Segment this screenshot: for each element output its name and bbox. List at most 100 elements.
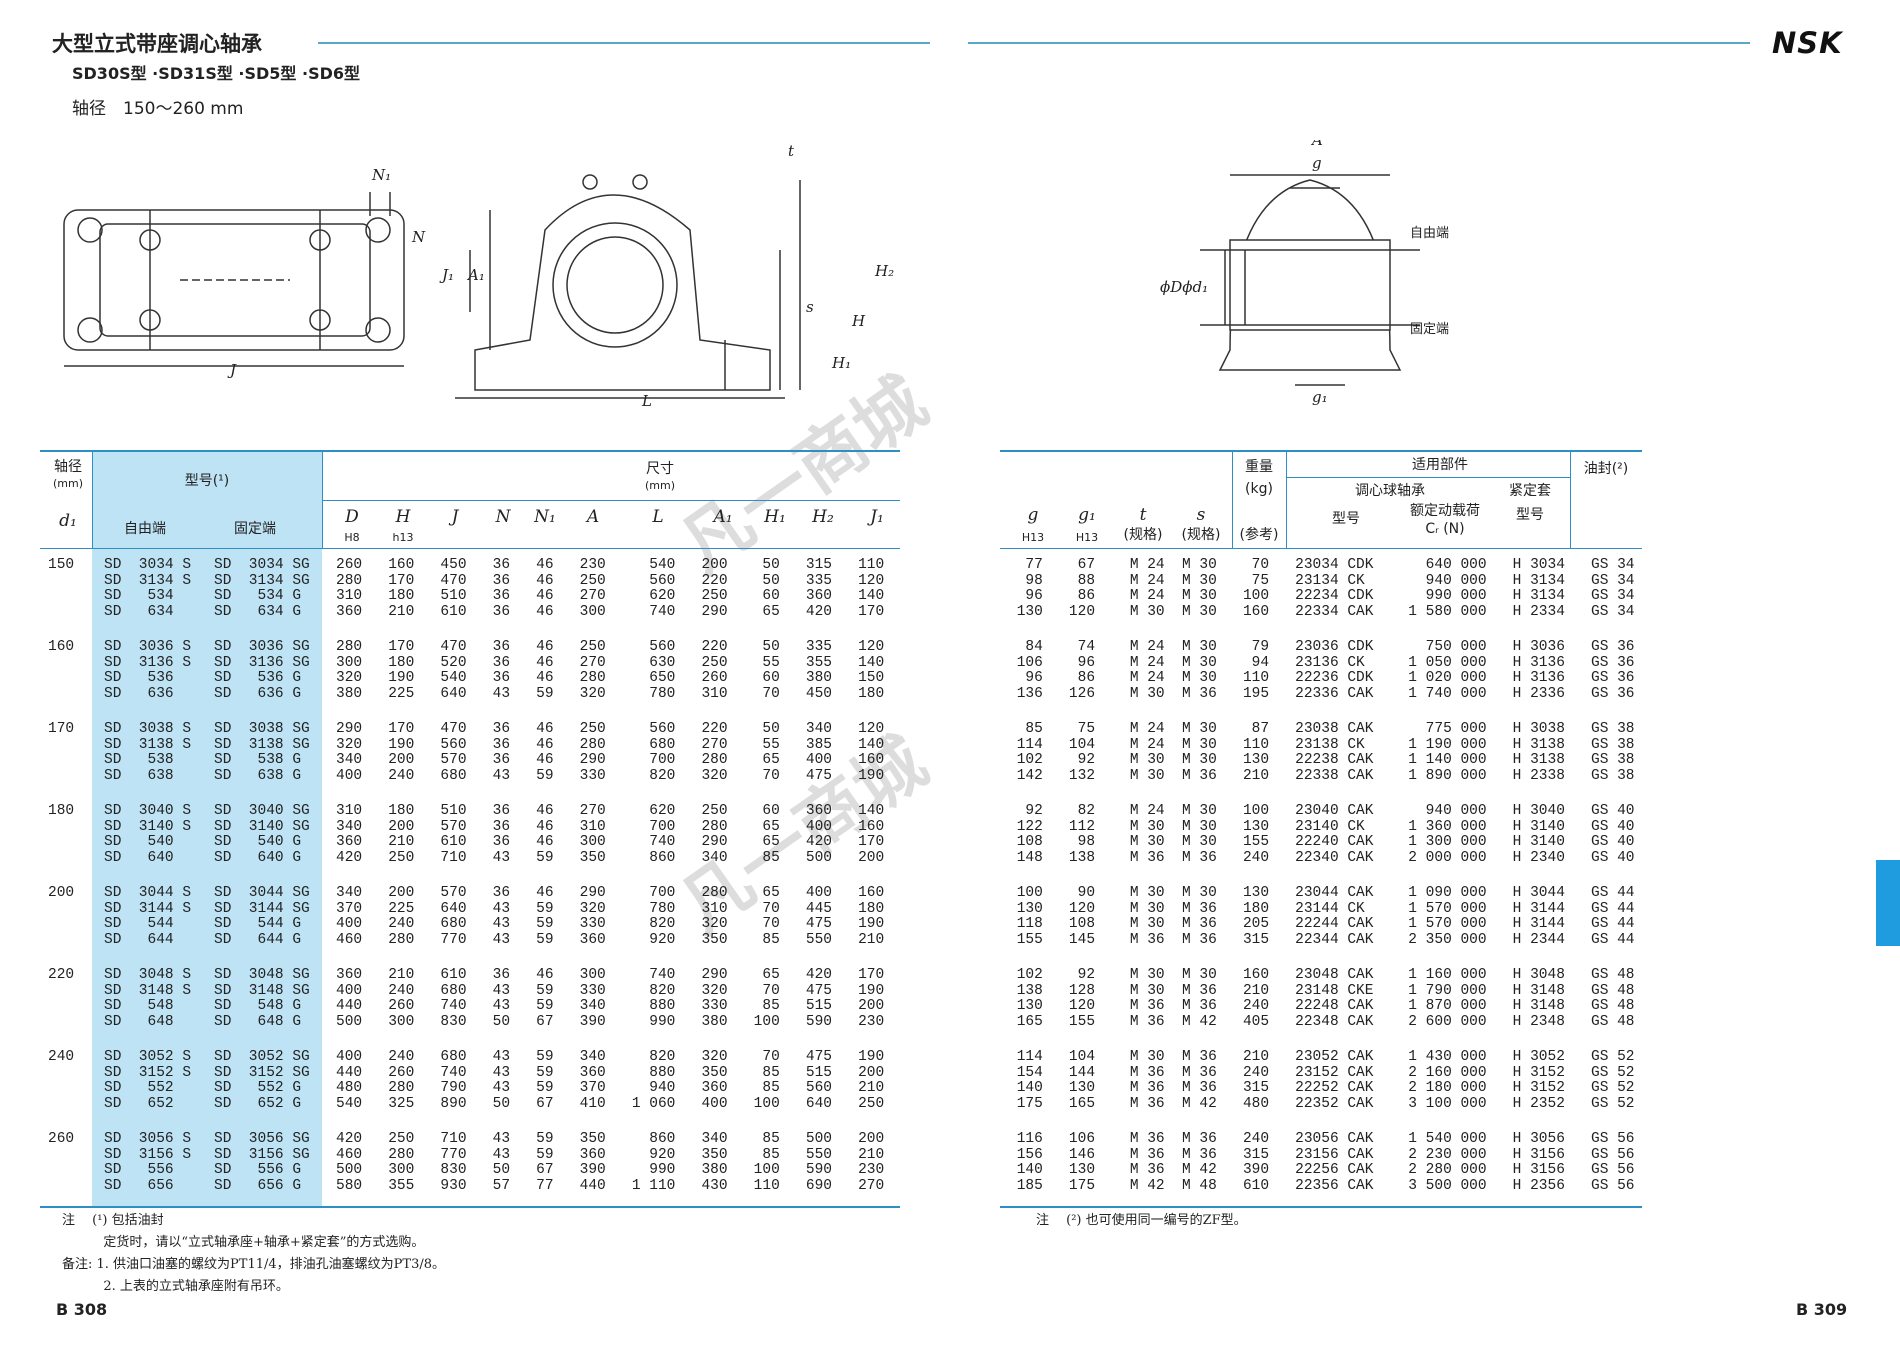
section-view xyxy=(1200,174,1420,386)
label-N: N xyxy=(411,228,426,246)
page-number-right: B 309 xyxy=(1796,1300,1848,1319)
left-header-bottom xyxy=(40,548,900,549)
hdr-L: L xyxy=(652,507,664,527)
hdr-g-tol: H13 xyxy=(1021,531,1045,544)
hdr-H-tol: h13 xyxy=(392,531,414,544)
hdr-dims: 尺寸 xyxy=(646,461,674,477)
header-rule-left xyxy=(318,42,930,44)
free-group-200: SD 3044 S SD 3144 S SD 544 SD 644 xyxy=(104,885,192,948)
free-group-180: SD 3040 S SD 3140 S SD 540 SD 640 xyxy=(104,803,192,866)
hdr-N: N xyxy=(495,507,511,527)
right-group-200: 100 90 M 30 M 30 130 23044 CAK 1 090 000… xyxy=(1016,885,1635,948)
nsk-logo: NSK xyxy=(1772,26,1843,60)
hdr-D-tol: H8 xyxy=(344,531,360,544)
technical-drawing: N₁ N J₁ A₁ J t s H₂ H H₁ L A g g₁ ϕDϕd₁ … xyxy=(63,140,1449,410)
free-group-220: SD 3048 S SD 3148 S SD 548 SD 648 xyxy=(104,967,192,1030)
hdr-dims-unit: (mm) xyxy=(644,479,675,492)
free-group-240: SD 3052 S SD 3152 S SD 552 SD 652 xyxy=(104,1049,192,1112)
label-H1: H₁ xyxy=(831,354,851,372)
hdr-shaft: 轴径 xyxy=(54,459,82,475)
dims-group-180: 310 180 510 36 46 270 620 250 60 360 140… xyxy=(336,803,885,866)
hdr-d1: d₁ xyxy=(59,511,77,531)
hdr-H2: H₂ xyxy=(812,507,834,527)
hdr-D: D xyxy=(345,507,359,527)
label-free-end: 自由端 xyxy=(1410,226,1449,241)
hdr-load: 额定动载荷 xyxy=(1410,503,1480,519)
model-column-highlight xyxy=(92,450,322,1208)
right-header-bottom xyxy=(1000,548,1642,549)
label-H: H xyxy=(851,312,866,330)
right-vline-3 xyxy=(1570,450,1571,548)
fixed-group-220: SD 3048 SG SD 3148 SG SD 548 G SD 648 G xyxy=(214,967,310,1030)
hdr-weight: 重量 xyxy=(1245,459,1273,475)
hdr-J1: J₁ xyxy=(870,507,884,527)
d1-170: 170 xyxy=(48,721,75,737)
label-J1: J₁ xyxy=(439,266,454,284)
right-group-150: 77 67 M 24 M 30 70 23034 CDK 640 000 H 3… xyxy=(1016,557,1635,620)
d1-240: 240 xyxy=(48,1049,75,1065)
right-group-160: 84 74 M 24 M 30 79 23036 CDK 750 000 H 3… xyxy=(1016,639,1635,702)
hdr-g: g xyxy=(1027,505,1039,525)
label-s: s xyxy=(806,298,814,316)
right-group-260: 116 106 M 36 M 36 240 23056 CAK 1 540 00… xyxy=(1016,1131,1635,1194)
fixed-group-240: SD 3052 SG SD 3152 SG SD 552 G SD 652 G xyxy=(214,1049,310,1112)
fixed-group-170: SD 3038 SG SD 3138 SG SD 538 G SD 638 G xyxy=(214,721,310,784)
section-tab xyxy=(1876,860,1900,946)
label-D-d1: ϕDϕd₁ xyxy=(1160,278,1208,296)
hdr-parts: 适用部件 xyxy=(1412,457,1468,473)
free-group-170: SD 3038 S SD 3138 S SD 538 SD 638 xyxy=(104,721,192,784)
free-group-150: SD 3034 S SD 3134 S SD 534 SD 634 xyxy=(104,557,192,620)
page-title: 大型立式带座调心轴承 xyxy=(52,32,262,56)
dims-group-200: 340 200 570 36 46 290 700 280 65 400 160… xyxy=(336,885,885,948)
drawing-labels: N₁ N J₁ A₁ J t s H₂ H H₁ L A g g₁ ϕDϕd₁ xyxy=(227,140,1328,410)
hdr-A: A xyxy=(586,507,600,527)
dims-group-170: 290 170 470 36 46 250 560 220 50 340 120… xyxy=(336,721,885,784)
top-view xyxy=(63,192,491,367)
free-group-260: SD 3056 S SD 3156 S SD 556 SD 656 xyxy=(104,1131,192,1194)
right-header-divider xyxy=(1286,477,1570,478)
free-group-160: SD 3036 S SD 3136 S SD 536 SD 636 xyxy=(104,639,192,702)
hdr-J: J xyxy=(451,507,459,527)
hdr-model: 型号(¹) xyxy=(184,473,230,489)
label-N1: N₁ xyxy=(371,166,391,184)
hdr-s: s xyxy=(1196,505,1206,525)
hdr-weight-ref: (参考) xyxy=(1239,527,1279,543)
left-vline-1 xyxy=(92,450,93,548)
fixed-group-150: SD 3034 SG SD 3134 SG SD 534 G SD 634 G xyxy=(214,557,310,620)
label-t: t xyxy=(788,142,795,160)
hdr-shaft-unit: (mm) xyxy=(52,477,83,490)
front-view xyxy=(455,174,801,399)
right-group-240: 114 104 M 30 M 36 210 23052 CAK 1 430 00… xyxy=(1016,1049,1635,1112)
fixed-group-180: SD 3040 SG SD 3140 SG SD 540 G SD 640 G xyxy=(214,803,310,866)
d1-180: 180 xyxy=(48,803,75,819)
hdr-weight-unit: (kg) xyxy=(1245,481,1273,497)
hdr-t-spec: (规格) xyxy=(1123,527,1163,543)
d1-200: 200 xyxy=(48,885,75,901)
label-g: g xyxy=(1312,154,1322,172)
hdr-fixed-end: 固定端 xyxy=(234,521,276,537)
right-group-170: 85 75 M 24 M 30 87 23038 CAK 775 000 H 3… xyxy=(1016,721,1635,784)
hdr-load-sym: Cᵣ (N) xyxy=(1425,521,1465,537)
shaft-range: 轴径 150～260 mm xyxy=(72,99,244,119)
hdr-bearing-model: 型号 xyxy=(1332,511,1360,527)
notes-right: 注 (²) 也可使用同一编号的ZF型。 xyxy=(1036,1213,1247,1228)
right-table xyxy=(1000,450,1642,1208)
right-vline-2 xyxy=(1286,450,1287,548)
dims-group-150: 260 160 450 36 46 230 540 200 50 315 110… xyxy=(336,557,885,620)
hdr-A1: A₁ xyxy=(713,507,733,527)
hdr-g1-tol: H13 xyxy=(1075,531,1099,544)
fixed-group-200: SD 3044 SG SD 3144 SG SD 544 G SD 644 G xyxy=(214,885,310,948)
hdr-s-spec: (规格) xyxy=(1181,527,1221,543)
hdr-H1: H₁ xyxy=(764,507,786,527)
label-A1: A₁ xyxy=(466,266,485,284)
d1-220: 220 xyxy=(48,967,75,983)
left-table xyxy=(40,450,900,1208)
label-A: A xyxy=(1310,140,1323,149)
hdr-sleeve: 紧定套 xyxy=(1509,483,1551,499)
hdr-seal: 油封(²) xyxy=(1583,461,1629,477)
hdr-N1: N₁ xyxy=(534,507,556,527)
dims-group-260: 420 250 710 43 59 350 860 340 85 500 200… xyxy=(336,1131,885,1194)
hdr-sleeve-model: 型号 xyxy=(1516,507,1544,523)
d1-160: 160 xyxy=(48,639,75,655)
right-vline-1 xyxy=(1232,450,1233,548)
